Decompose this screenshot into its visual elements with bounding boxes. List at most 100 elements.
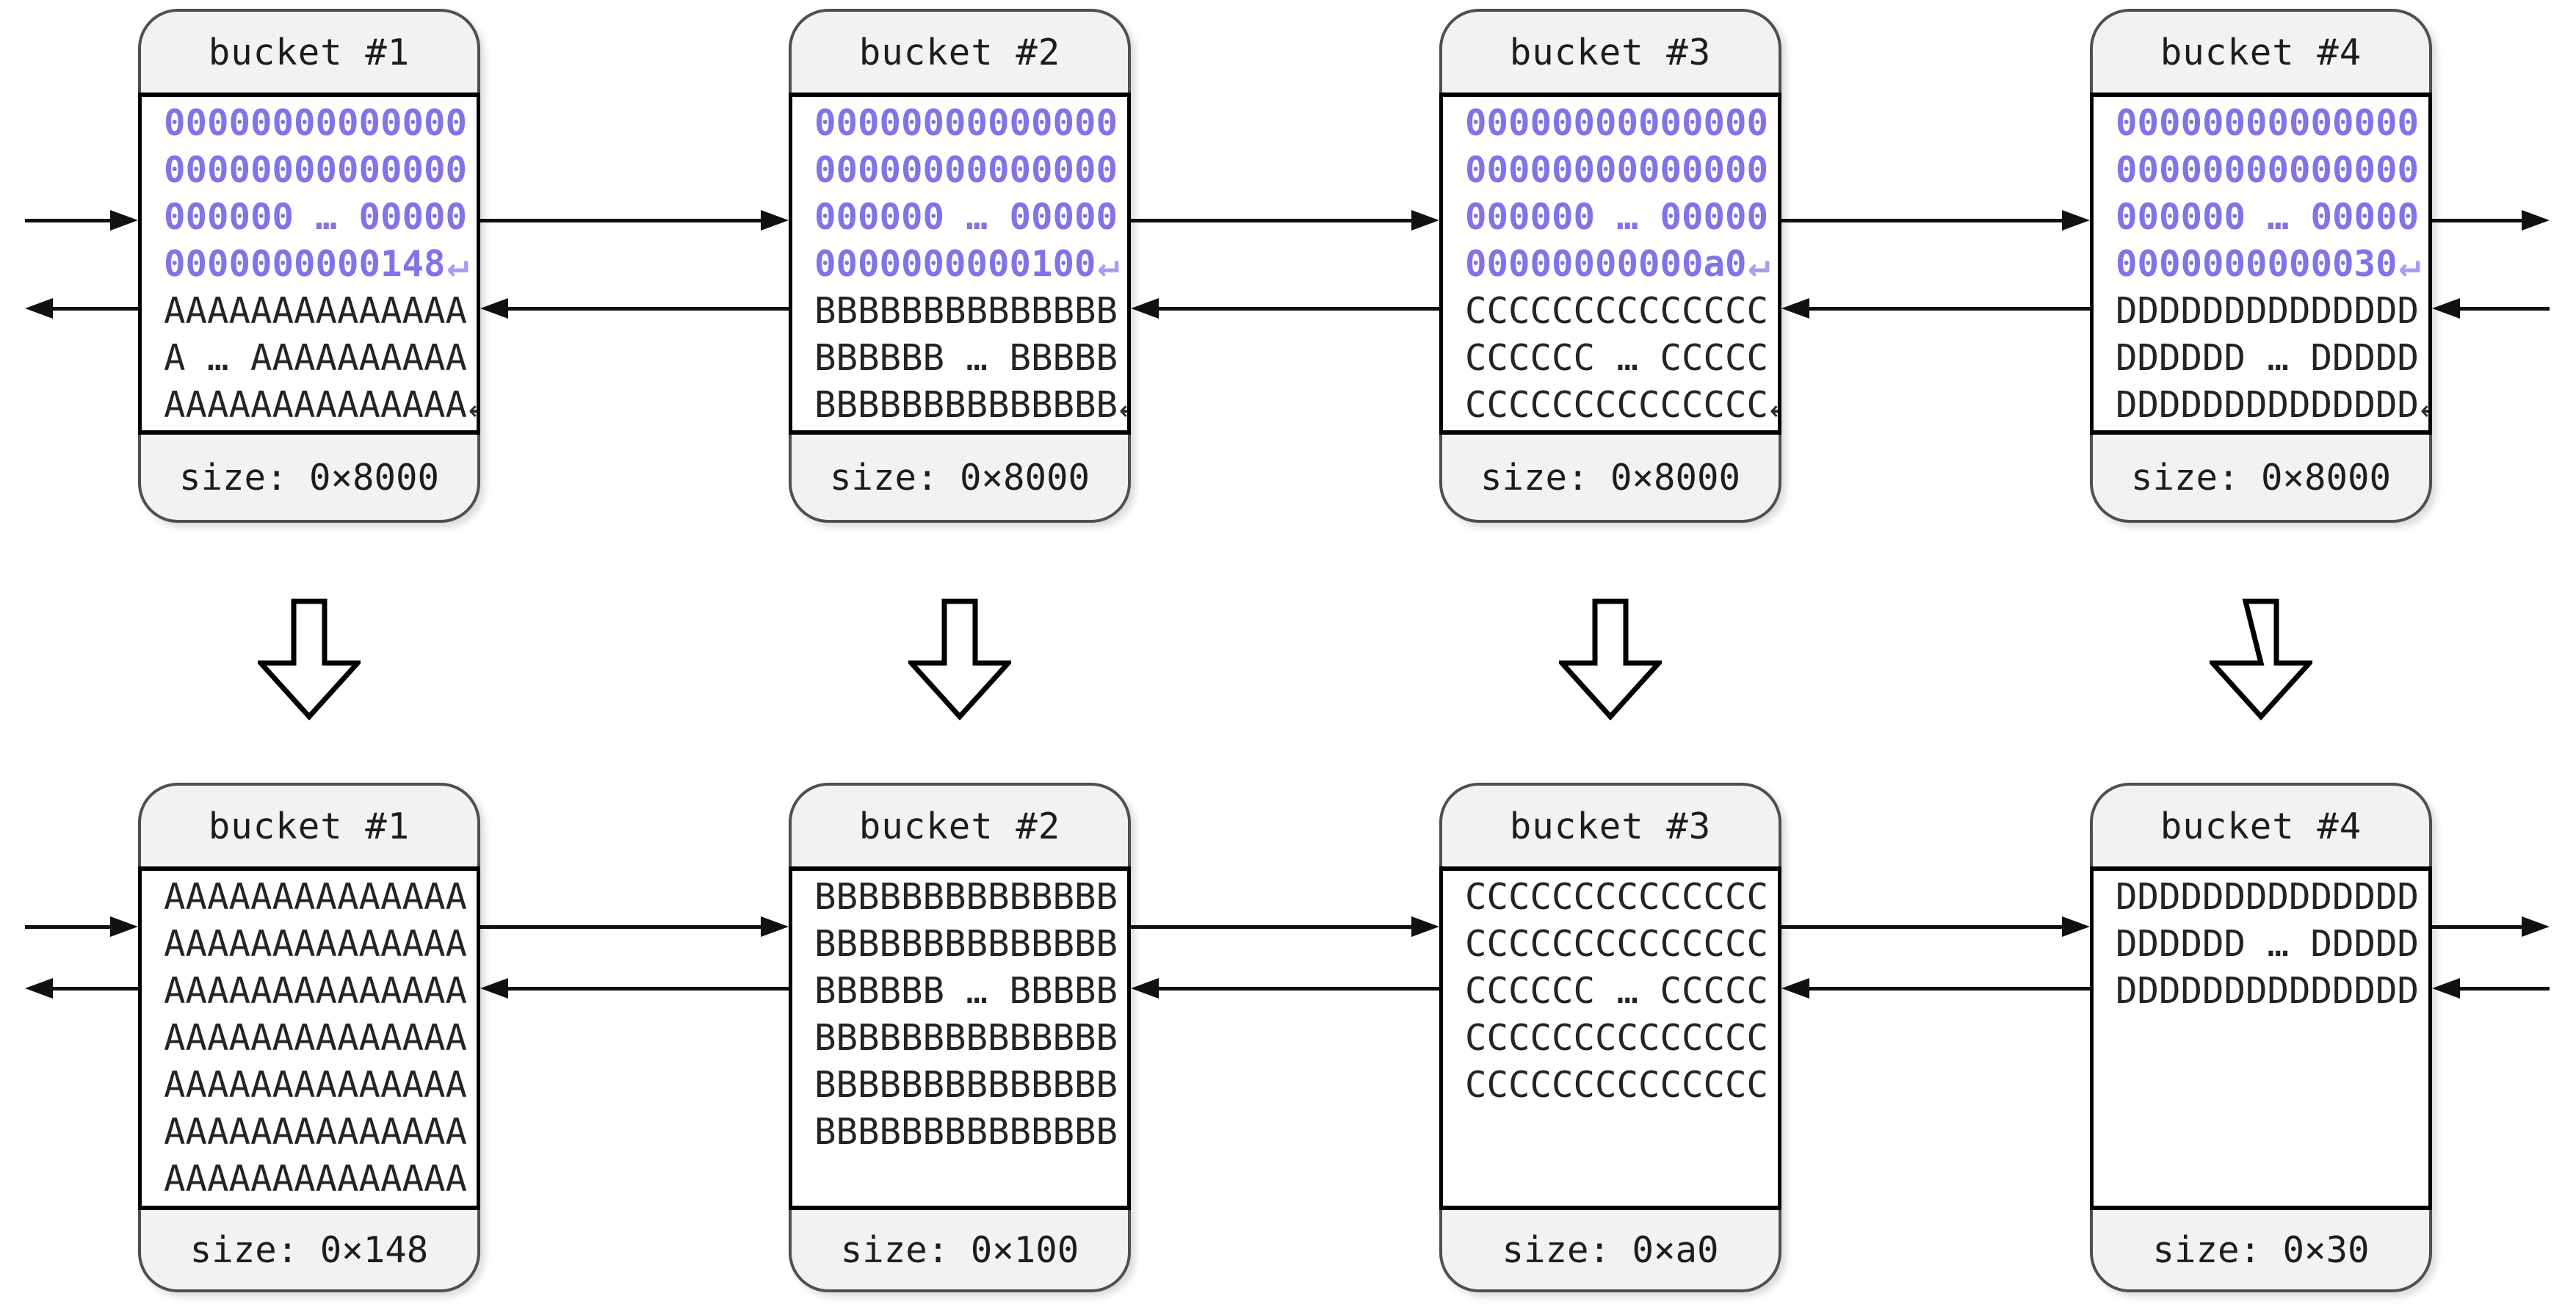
- bucket-memory-view: 00000000000000 00000000000000 000000 … 0…: [789, 93, 1131, 435]
- bucket-footer: size: 0×148: [141, 1210, 477, 1289]
- hex-line: 000000 … 00000: [1465, 194, 1778, 241]
- data-line: AAAAAAAAAAAAAA: [164, 921, 477, 968]
- data-text: DDDDDD … DDDDD: [2116, 923, 2420, 965]
- bucket-footer: size: 0×100: [792, 1210, 1128, 1289]
- bucket-footer: size: 0×8000: [1442, 435, 1779, 520]
- bucket-top-3: bucket #3 00000000000000 00000000000000 …: [1439, 9, 1781, 523]
- hex-line: 000000 … 00000: [164, 194, 477, 241]
- data-text: CCCCCCCCCCCCCC: [1465, 923, 1769, 965]
- data-text: AAAAAAAAAAAAAA: [164, 1064, 468, 1106]
- data-line: AAAAAAAAAAAAAA: [164, 288, 477, 335]
- next-pointer-arrow: [480, 916, 789, 937]
- hex-line: 00000000000000: [2116, 100, 2428, 147]
- hex-line: 00000000000000: [2116, 147, 2428, 194]
- bucket-memory-view: 00000000000000 00000000000000 000000 … 0…: [2090, 93, 2432, 435]
- bucket-bottom-3: bucket #3 CCCCCCCCCCCCCC CCCCCCCCCCCCCC …: [1439, 783, 1781, 1292]
- bucket-bottom-2: bucket #2 BBBBBBBBBBBBBB BBBBBBBBBBBBBB …: [789, 783, 1131, 1292]
- next-pointer-arrow: [480, 210, 789, 231]
- bucket-bottom-1: bucket #1 AAAAAAAAAAAAAA AAAAAAAAAAAAAA …: [138, 783, 480, 1292]
- prev-pointer-arrow: [25, 978, 138, 999]
- data-line: BBBBBBBBBBBBBB: [814, 1109, 1127, 1156]
- data-text: AAAAAAAAAAAAAA: [164, 923, 468, 965]
- data-line: BBBBBBBBBBBBBB: [814, 874, 1127, 921]
- data-line: BBBBBBBBBBBBBB: [814, 288, 1127, 335]
- bucket-header: bucket #3: [1442, 12, 1779, 93]
- data-text: DDDDDDDDDDDDDD: [2116, 970, 2420, 1012]
- data-text: BBBBBBBBBBBBBB: [814, 1064, 1118, 1106]
- data-text: CCCCCC … CCCCC: [1465, 337, 1769, 379]
- data-line: DDDDDDDDDDDDDD: [2116, 874, 2428, 921]
- data-line: AAAAAAAAAAAAAA↵: [164, 382, 477, 429]
- bucket-title: bucket #1: [208, 805, 410, 847]
- bucket-size-label: size: 0×8000: [1480, 456, 1740, 499]
- return-symbol-icon: ↵: [1097, 243, 1120, 285]
- data-line: DDDDDDDDDDDDDD: [2116, 288, 2428, 335]
- bucket-size-label: size: 0×8000: [2130, 456, 2391, 499]
- return-symbol-icon: ↵: [1748, 243, 1770, 285]
- data-line: BBBBBB … BBBBB: [814, 335, 1127, 382]
- data-line: BBBBBBBBBBBBBB: [814, 1062, 1127, 1109]
- data-text: DDDDDD … DDDDD: [2116, 337, 2420, 379]
- return-symbol-icon: ↵: [1118, 384, 1127, 426]
- data-text: AAAAAAAAAAAAAA: [164, 970, 468, 1012]
- data-text: BBBBBBBBBBBBBB: [814, 876, 1118, 918]
- hex-text: 00000000000000: [164, 102, 468, 144]
- bucket-header: bucket #1: [141, 12, 477, 93]
- data-text: CCCCCCCCCCCCCC: [1465, 1017, 1769, 1059]
- hex-text: 00000000000000: [2116, 149, 2420, 191]
- prev-pointer-arrow: [480, 298, 789, 319]
- shrink-down-arrow-icon: [2210, 598, 2312, 720]
- hex-text: 0000000000148: [164, 243, 446, 285]
- hex-text: 000000 … 00000: [814, 196, 1118, 238]
- data-line: CCCCCCCCCCCCCC: [1465, 288, 1778, 335]
- shrink-down-arrow-icon: [258, 598, 361, 720]
- data-line: CCCCCCCCCCCCCC↵: [1465, 382, 1778, 429]
- bucket-top-2: bucket #2 00000000000000 00000000000000 …: [789, 9, 1131, 523]
- data-text: BBBBBB … BBBBB: [814, 337, 1118, 379]
- prev-pointer-arrow: [1131, 298, 1439, 319]
- next-pointer-arrow: [25, 210, 138, 231]
- bucket-title: bucket #2: [858, 805, 1061, 847]
- data-line: DDDDDD … DDDDD: [2116, 921, 2428, 968]
- data-text: BBBBBBBBBBBBBB: [814, 384, 1118, 426]
- bucket-title: bucket #4: [2160, 31, 2362, 73]
- bucket-size-label: size: 0×8000: [829, 456, 1090, 499]
- data-text: CCCCCCCCCCCCCC: [1465, 1064, 1769, 1106]
- bucket-memory-view: CCCCCCCCCCCCCC CCCCCCCCCCCCCC CCCCCC … C…: [1439, 866, 1781, 1210]
- data-line: AAAAAAAAAAAAAA: [164, 874, 477, 921]
- bucket-top-1: bucket #1 00000000000000 00000000000000 …: [138, 9, 480, 523]
- data-line: DDDDDD … DDDDD: [2116, 335, 2428, 382]
- bucket-title: bucket #4: [2160, 805, 2362, 847]
- bucket-header: bucket #2: [792, 12, 1128, 93]
- bucket-title: bucket #1: [208, 31, 410, 73]
- bucket-footer: size: 0×30: [2093, 1210, 2429, 1289]
- data-line: AAAAAAAAAAAAAA: [164, 968, 477, 1015]
- data-text: AAAAAAAAAAAAAA: [164, 290, 468, 332]
- data-text: AAAAAAAAAAAAAA: [164, 876, 468, 918]
- hex-text: 00000000000000: [814, 102, 1118, 144]
- hex-line: 000000 … 00000: [2116, 194, 2428, 241]
- return-symbol-icon: ↵: [2398, 243, 2421, 285]
- shrink-down-arrow-icon: [1559, 598, 1662, 720]
- data-text: BBBBBB … BBBBB: [814, 970, 1118, 1012]
- data-text: CCCCCC … CCCCC: [1465, 970, 1769, 1012]
- bucket-footer: size: 0×a0: [1442, 1210, 1779, 1289]
- hex-line: 0000000000100↵: [814, 241, 1127, 288]
- data-text: BBBBBBBBBBBBBB: [814, 1111, 1118, 1153]
- hex-line: 0000000000148↵: [164, 241, 477, 288]
- data-text: CCCCCCCCCCCCCC: [1465, 876, 1769, 918]
- data-line: AAAAAAAAAAAAAA: [164, 1015, 477, 1062]
- data-line: CCCCCCCCCCCCCC: [1465, 1015, 1778, 1062]
- bucket-top-4: bucket #4 00000000000000 00000000000000 …: [2090, 9, 2432, 523]
- hex-line: 0000000000030↵: [2116, 241, 2428, 288]
- next-pointer-arrow: [1781, 210, 2090, 231]
- hex-line: 00000000000000: [164, 100, 477, 147]
- data-text: BBBBBBBBBBBBBB: [814, 1017, 1118, 1059]
- bucket-header: bucket #4: [2093, 786, 2429, 866]
- data-line: CCCCCC … CCCCC: [1465, 968, 1778, 1015]
- data-line: DDDDDDDDDDDDDD: [2116, 968, 2428, 1015]
- prev-pointer-arrow: [1781, 978, 2090, 999]
- hex-text: 0000000000100: [814, 243, 1096, 285]
- prev-pointer-arrow: [2432, 298, 2550, 319]
- hex-text: 00000000000a0: [1465, 243, 1747, 285]
